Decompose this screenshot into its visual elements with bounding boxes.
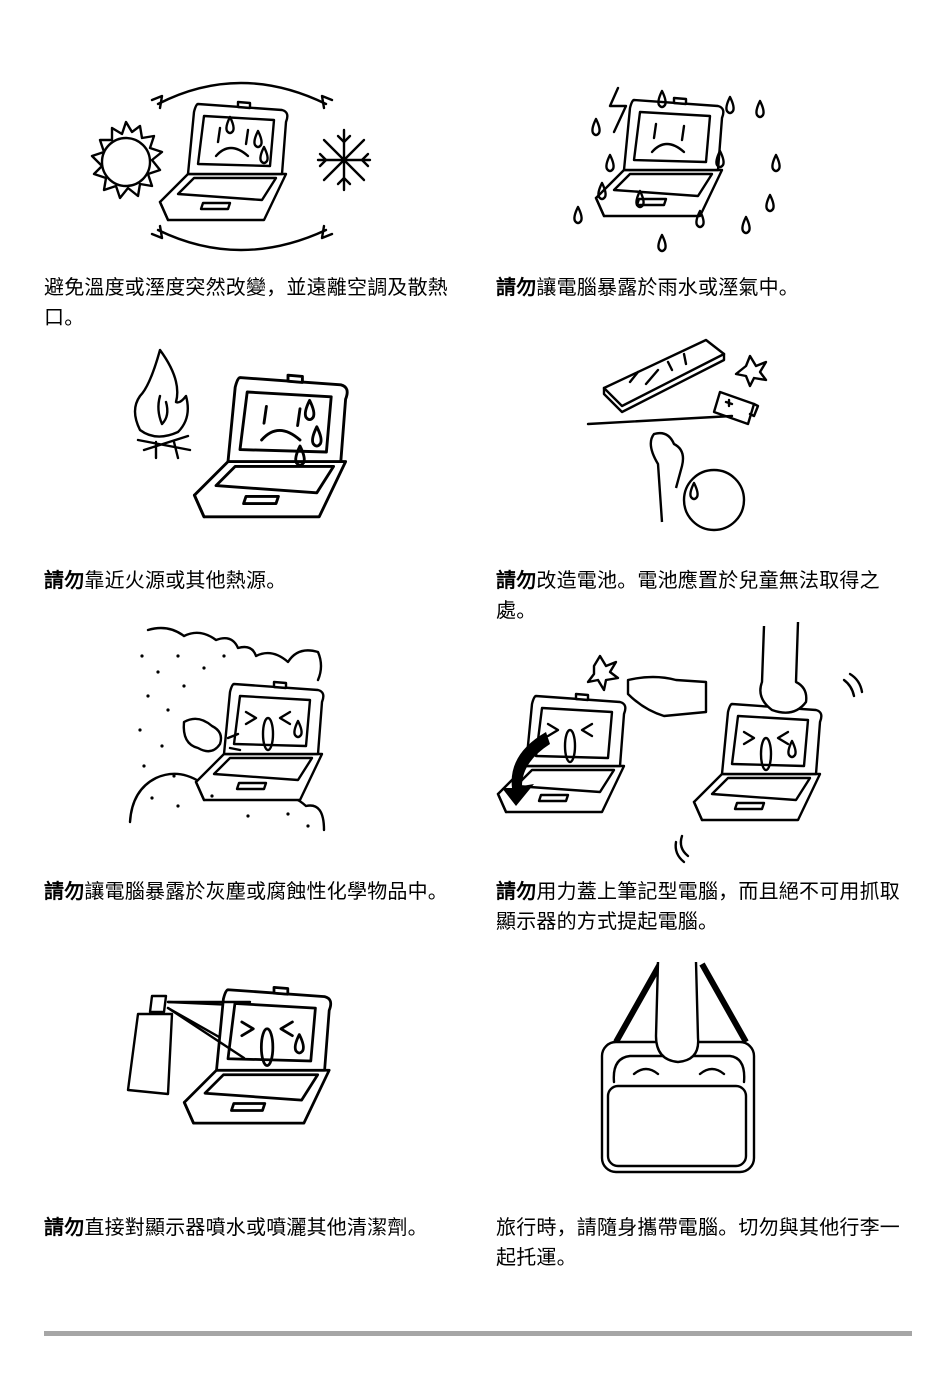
hand-carrying <box>656 962 698 1062</box>
lid-illustration <box>494 622 874 872</box>
fire-icon <box>135 350 190 458</box>
spark-icon <box>588 656 618 690</box>
child-hand <box>651 433 744 530</box>
footer-rule <box>44 1331 912 1336</box>
caption-travel: 旅行時，請隨身攜帶電腦。切勿與其他行李一起托運。 <box>496 1212 916 1272</box>
sun-icon <box>92 122 162 198</box>
hand-lifting <box>760 622 806 713</box>
caption-dust: 請勿讓電腦暴露於灰塵或腐蝕性化學物品中。 <box>44 876 464 906</box>
dust-illustration <box>128 626 328 846</box>
spray-illustration <box>124 984 344 1144</box>
caption-fire: 請勿靠近火源或其他熱源。 <box>44 565 464 595</box>
rain-illustration <box>570 80 790 260</box>
snowflake-icon <box>318 130 370 190</box>
battery-icon <box>714 392 758 424</box>
temperature-illustration <box>80 70 390 270</box>
lightning-icon <box>610 88 626 132</box>
spark-icon <box>736 356 766 386</box>
battery-illustration <box>586 340 786 540</box>
caption-rain: 請勿讓電腦暴露於雨水或溼氣中。 <box>496 272 916 302</box>
caption-lid: 請勿用力蓋上筆記型電腦，而且絕不可用抓取顯示器的方式提起電腦。 <box>496 876 916 936</box>
hand-pressing <box>628 677 706 716</box>
caption-temperature: 避免溫度或溼度突然改變，並遠離空調及散熱口。 <box>44 272 464 332</box>
travel-illustration <box>600 962 760 1182</box>
caption-battery: 請勿改造電池。電池應置於兒童無法取得之處。 <box>496 565 916 625</box>
caption-spray: 請勿直接對顯示器噴水或噴灑其他清潔劑。 <box>44 1212 464 1242</box>
fire-illustration <box>130 346 350 536</box>
spray-bottle-icon <box>128 996 172 1094</box>
